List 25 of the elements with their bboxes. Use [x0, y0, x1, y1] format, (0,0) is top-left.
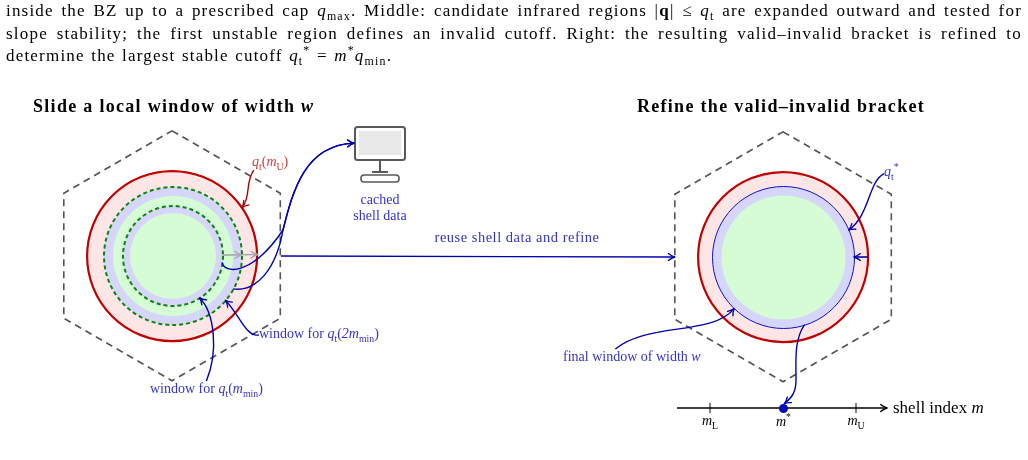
leader-line — [232, 139, 356, 290]
dashed-ring — [102, 186, 243, 326]
dashed-ring — [121, 205, 224, 307]
axis-label: shell index m — [893, 398, 984, 418]
callout-label: window for q$_{t}$(2m$_{min}$) — [259, 326, 379, 343]
callout-label: window for q$_{t}$(m$_{min}$) — [150, 381, 263, 398]
leader-line — [847, 173, 885, 232]
callout-label: final window of width w — [563, 349, 701, 366]
dot-icon — [779, 403, 788, 413]
tick-label: m$_{L}$ — [701, 413, 719, 430]
leader-line — [198, 296, 215, 382]
cutoff-circle — [86, 169, 259, 343]
window-ring — [711, 185, 855, 329]
panel-heading: Slide a local window of width w — [33, 96, 315, 117]
panel-heading: Refine the valid–invalid bracket — [636, 96, 926, 117]
leader-line — [224, 299, 260, 336]
leader-line — [614, 307, 736, 350]
leader-line — [241, 169, 255, 209]
tick-label: m$_{U}$ — [847, 413, 865, 430]
computer-icon — [354, 126, 406, 183]
callout-label: q$_{t}$(m$_{U}$) — [252, 154, 289, 171]
icon-caption: cached shell data — [352, 192, 408, 225]
cutoff-circle — [696, 170, 870, 344]
caption-text: inside the BZ up to a prescribed cap q$_{max}$. Middle: candidate infrared regions |q| ≤ q$_{t}$ are expanded outward and tested for slope stability; the first unstable region defines an invalid cutoff. Right: the resulting valid–invalid bracket is refined to determine the largest stable cutoff q$_{t}$$^{*}$ = m$^{*}$q$_{min}$. — [6, 0, 1022, 68]
point-label: m$^{*}$ — [776, 414, 791, 431]
